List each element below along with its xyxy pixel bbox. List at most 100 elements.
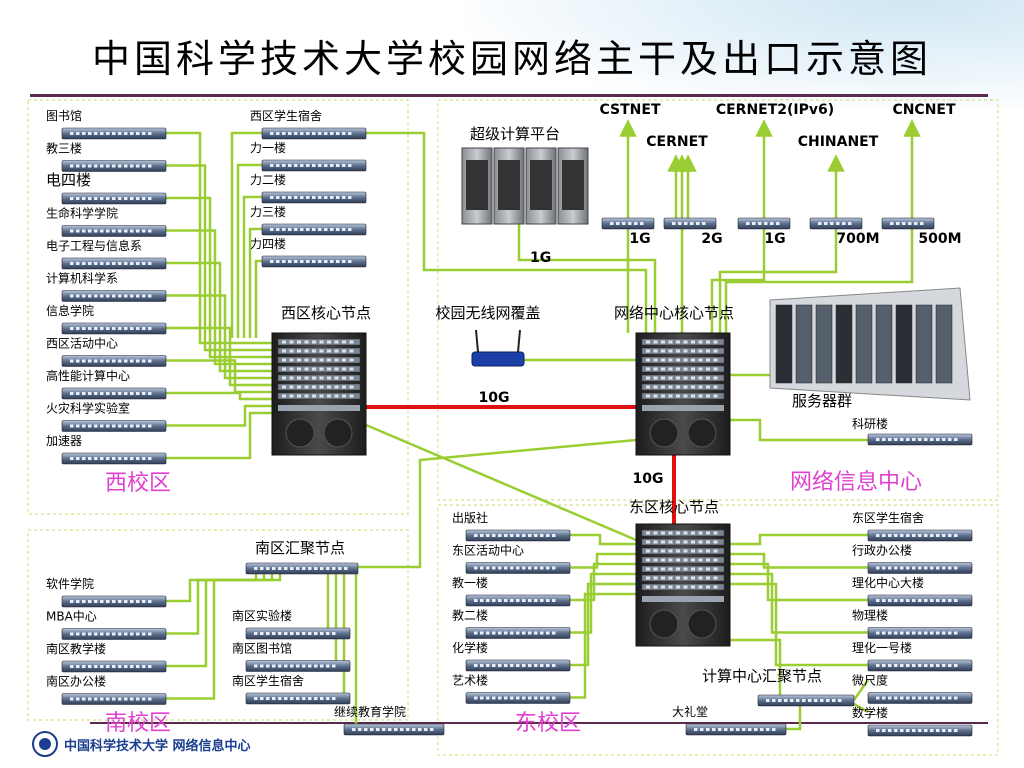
page-title: 中国科学技术大学校园网络主干及出口示意图	[91, 37, 932, 81]
east-right-switch	[867, 594, 973, 607]
west-dorm-link	[254, 259, 262, 338]
south-left-label: 软件学院	[46, 576, 94, 591]
supercomputer-rack	[557, 147, 589, 225]
east-left-link	[570, 533, 636, 546]
compute-building-label: 大礼堂	[672, 704, 708, 719]
east-right-label: 数学楼	[852, 705, 888, 720]
east-left-switch	[465, 594, 571, 607]
isp-downlink	[718, 229, 838, 333]
west-core-label: 西区核心节点	[281, 304, 371, 322]
east-right-switch	[867, 529, 973, 542]
zone-east-border	[437, 504, 999, 756]
east-right-switch	[867, 724, 973, 737]
west-core-switch	[271, 332, 367, 456]
south-center-link	[358, 438, 637, 569]
west-building-link	[166, 164, 272, 352]
west-building-switch	[61, 387, 167, 400]
west-building-switch	[61, 452, 167, 465]
east-left-switch	[465, 562, 571, 574]
west-building-label: 计算机科学系	[46, 271, 118, 286]
wireless-router-icon	[471, 329, 525, 367]
compute-micro-link	[852, 679, 870, 701]
west-building-switch	[61, 127, 167, 140]
east-core-switch	[635, 523, 731, 647]
center-core-label: 网络中心核心节点	[614, 304, 734, 322]
west-dorm-label: 力一楼	[250, 140, 286, 155]
south-left-link	[166, 574, 282, 700]
south-left-switch	[61, 693, 167, 705]
east-left-label: 艺术楼	[452, 673, 488, 688]
west-dorm-label: 力三楼	[250, 204, 286, 219]
supercomputer-rack	[493, 147, 525, 225]
west-dorm-link	[242, 195, 262, 338]
footer-logo: 中国科学技术大学 网络信息中心	[32, 730, 251, 758]
south-aggregation-switch	[245, 562, 359, 575]
supercomputer-rack	[461, 147, 493, 225]
west-building-switch	[61, 257, 167, 270]
isp-downlink	[724, 229, 914, 333]
west-building-label: 高性能计算中心	[46, 368, 130, 383]
east-core-label: 东区核心节点	[629, 498, 719, 516]
isp-downlink	[710, 229, 766, 333]
south-left-label: MBA中心	[46, 609, 97, 624]
west-building-label: 加速器	[46, 434, 82, 448]
west-dorm-label: 力二楼	[250, 172, 286, 187]
west-building-switch	[61, 420, 167, 432]
south-aggregation-label: 南区汇聚节点	[255, 539, 345, 557]
isp-label: CNCNET	[892, 102, 956, 118]
east-left-link	[570, 592, 636, 699]
isp-bw-label: 1G	[764, 231, 785, 247]
east-right-link	[730, 582, 868, 667]
nic-building-switch	[867, 433, 973, 446]
zone-west-label: 西校区	[105, 471, 171, 496]
isp-router	[737, 217, 791, 230]
zone-south-label: 南校区	[105, 711, 171, 736]
zone-borders	[27, 99, 999, 756]
east-left-link	[570, 582, 636, 667]
west-building-link	[166, 229, 272, 366]
servers-label: 服务器群	[792, 392, 852, 410]
isp-bw-label: 700M	[836, 231, 879, 247]
west-building-link	[166, 196, 272, 359]
zone-west-border	[27, 99, 409, 515]
west-building-switch	[61, 192, 167, 205]
south-right-label: 南区学生宿舍	[232, 673, 304, 688]
west-building-label: 信息学院	[46, 303, 94, 318]
west-building-label: 电四楼	[46, 171, 91, 189]
west-building-switch	[61, 225, 167, 237]
labels: 图书馆教三楼电四楼生命科学学院电子工程与信息系计算机科学系信息学院西区活动中心高…	[46, 102, 962, 736]
west-building-label: 电子工程与信息系	[46, 238, 142, 253]
south-right-link	[326, 574, 350, 635]
south-left-link	[166, 574, 274, 668]
nic-building-label: 科研楼	[852, 416, 888, 431]
south-right-label: 南区实验楼	[232, 608, 292, 623]
east-right-switch	[867, 659, 973, 672]
west-building-label: 教三楼	[46, 141, 82, 156]
south-left-switch	[61, 660, 167, 673]
west-building-switch	[61, 160, 167, 172]
east-right-label: 理化中心大楼	[852, 575, 924, 590]
isp-router	[601, 217, 655, 230]
compute-building-link	[786, 706, 802, 731]
west-building-label: 西区活动中心	[46, 336, 118, 351]
title-rule	[30, 94, 988, 97]
west-building-link	[166, 294, 272, 380]
south-left-switch	[61, 628, 167, 640]
footer-text: 中国科学技术大学 网络信息中心	[64, 738, 251, 754]
isp-bw-label: 2G	[701, 231, 722, 247]
west-dorm-link	[230, 131, 262, 338]
east-left-label: 教二楼	[452, 608, 488, 623]
south-left-link	[166, 574, 266, 635]
background-swirl	[464, 0, 1024, 110]
university-seal-icon	[32, 731, 58, 757]
south-right-label: 南区图书馆	[232, 641, 292, 656]
east-left-link	[570, 552, 636, 569]
east-left-switch	[465, 529, 571, 542]
wireless-label: 校园无线网覆盖	[435, 304, 540, 322]
west-building-switch	[61, 290, 167, 302]
west-dorm-switch	[261, 223, 367, 236]
south-left-link	[166, 574, 258, 603]
compute-aggregation-label: 计算中心汇聚节点	[702, 667, 822, 685]
south-right-switch	[245, 660, 351, 672]
east-left-switch	[465, 627, 571, 639]
